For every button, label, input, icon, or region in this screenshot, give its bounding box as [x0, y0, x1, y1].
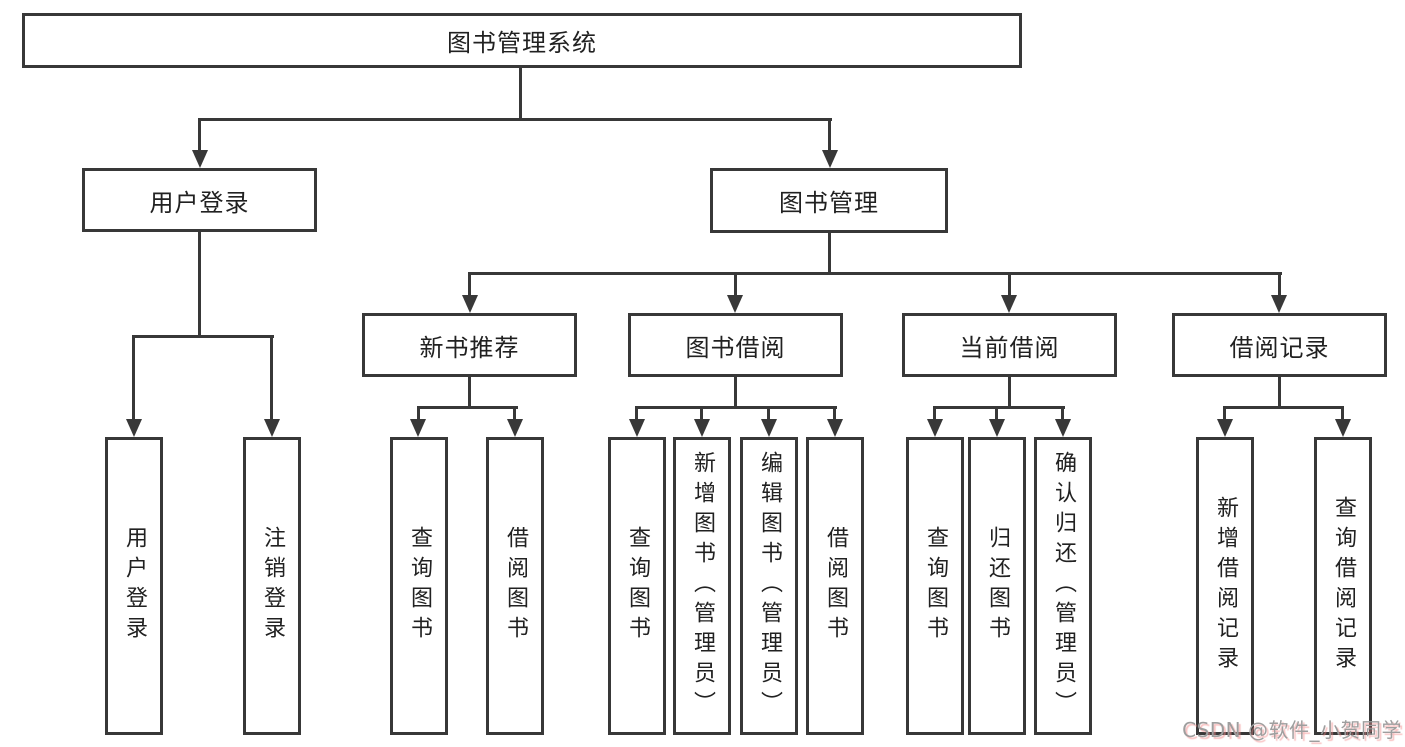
arrow-down-icon: [126, 419, 142, 437]
csdn-watermark: CSDN @软件_小贺同学: [1182, 718, 1402, 742]
connector-line: [635, 406, 638, 421]
connector-line: [468, 272, 471, 298]
connector-line: [1341, 406, 1344, 421]
node-label: 编辑图书（管理员）: [757, 451, 782, 721]
node-label: 查询借阅记录: [1331, 496, 1356, 676]
arrow-down-icon: [462, 295, 478, 313]
leaf-add-books-admin: 新增图书（管理员）: [673, 437, 731, 735]
node-label: 借阅图书: [503, 526, 528, 646]
arrow-down-icon: [410, 419, 426, 437]
node-book-management: 图书管理: [710, 168, 948, 233]
node-label: 借阅记录: [1229, 333, 1330, 362]
connector-line: [828, 233, 831, 275]
leaf-user-login: 用户登录: [105, 437, 163, 735]
leaf-borrow-borrow-books: 借阅图书: [806, 437, 864, 735]
arrow-down-icon: [989, 419, 1005, 437]
arrow-down-icon: [1001, 295, 1017, 313]
connector-line: [132, 335, 135, 421]
connector-line: [933, 406, 1065, 409]
node-user-login: 用户登录: [82, 168, 317, 232]
leaf-add-borrow-record: 新增借阅记录: [1196, 437, 1254, 735]
node-label: 新增图书（管理员）: [690, 451, 715, 721]
connector-line: [1008, 272, 1011, 298]
node-label: 查询图书: [407, 526, 432, 646]
node-label: 注销登录: [260, 526, 285, 646]
node-label: 用户登录: [149, 188, 250, 217]
connector-line: [1008, 377, 1011, 408]
arrow-down-icon: [1055, 419, 1071, 437]
node-label: 图书管理: [779, 189, 879, 217]
connector-line: [1278, 272, 1281, 298]
connector-line: [132, 335, 274, 338]
connector-line: [995, 406, 998, 421]
connector-line: [1061, 406, 1064, 421]
connector-line: [828, 118, 831, 154]
connector-line: [468, 272, 1282, 275]
arrow-down-icon: [827, 419, 843, 437]
connector-line: [1223, 406, 1344, 409]
arrow-down-icon: [264, 419, 280, 437]
arrow-down-icon: [1217, 419, 1233, 437]
arrow-down-icon: [1335, 419, 1351, 437]
arrow-down-icon: [694, 419, 710, 437]
node-label: 借阅图书: [823, 526, 848, 646]
arrow-down-icon: [822, 150, 838, 168]
leaf-return-books: 归还图书: [968, 437, 1026, 735]
leaf-borrow-query-books: 查询图书: [608, 437, 666, 735]
connector-line: [734, 272, 737, 298]
node-label: 归还图书: [985, 526, 1010, 646]
arrow-down-icon: [192, 150, 208, 168]
arrow-down-icon: [1271, 295, 1287, 313]
node-label: 查询图书: [923, 526, 948, 646]
connector-line: [700, 406, 703, 421]
node-label: 新增借阅记录: [1213, 496, 1238, 676]
node-current-borrow: 当前借阅: [902, 313, 1117, 377]
arrow-down-icon: [761, 419, 777, 437]
connector-line: [734, 377, 737, 408]
node-library-system: 图书管理系统: [22, 13, 1022, 68]
leaf-recommend-borrow-books: 借阅图书: [486, 437, 544, 735]
connector-line: [513, 406, 516, 421]
node-label: 图书管理系统: [447, 29, 597, 57]
leaf-edit-books-admin: 编辑图书（管理员）: [740, 437, 798, 735]
connector-line: [198, 118, 201, 154]
node-label: 确认归还（管理员）: [1051, 451, 1076, 721]
arrow-down-icon: [927, 419, 943, 437]
node-label: 当前借阅: [959, 333, 1060, 362]
arrow-down-icon: [727, 295, 743, 313]
leaf-logout: 注销登录: [243, 437, 301, 735]
node-book-borrow: 图书借阅: [628, 313, 843, 377]
node-new-book-recommend: 新书推荐: [362, 313, 577, 377]
connector-line: [198, 118, 832, 121]
connector-line: [417, 406, 420, 421]
connector-line: [1223, 406, 1226, 421]
connector-line: [1278, 377, 1281, 408]
connector-line: [635, 406, 837, 409]
node-borrow-records: 借阅记录: [1172, 313, 1387, 377]
node-label: 图书借阅: [685, 333, 786, 362]
connector-line: [270, 335, 273, 421]
connector-line: [767, 406, 770, 421]
leaf-recommend-query-books: 查询图书: [390, 437, 448, 735]
connector-line: [468, 377, 471, 408]
arrow-down-icon: [629, 419, 645, 437]
leaf-current-query-books: 查询图书: [906, 437, 964, 735]
connector-line: [198, 232, 201, 338]
connector-line: [519, 68, 522, 121]
leaf-query-borrow-record: 查询借阅记录: [1314, 437, 1372, 735]
connector-line: [417, 406, 518, 409]
connector-line: [933, 406, 936, 421]
connector-line: [833, 406, 836, 421]
node-label: 用户登录: [122, 526, 147, 646]
arrow-down-icon: [507, 419, 523, 437]
node-label: 新书推荐: [419, 333, 520, 362]
node-label: 查询图书: [625, 526, 650, 646]
leaf-confirm-return-admin: 确认归还（管理员）: [1034, 437, 1092, 735]
